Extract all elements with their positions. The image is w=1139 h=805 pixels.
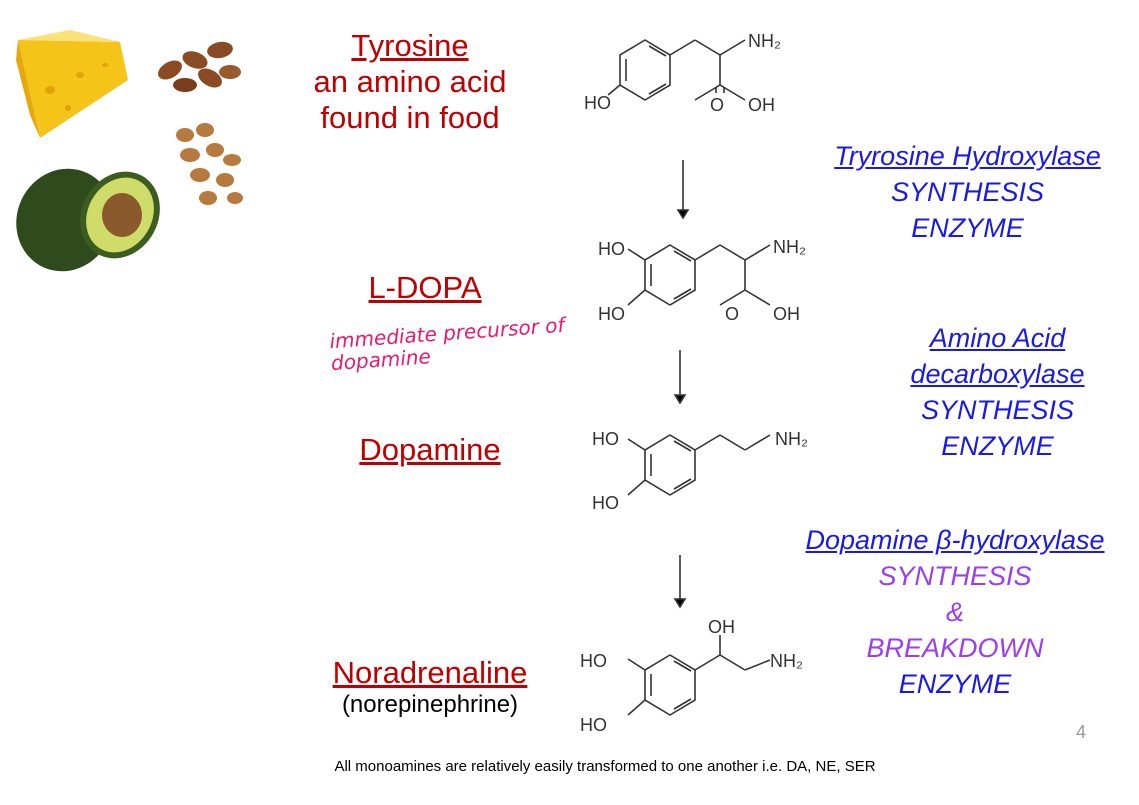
enzyme-1-role-1: SYNTHESIS — [890, 177, 1045, 207]
l-dopa-name: L-DOPA — [368, 270, 482, 305]
dopamine-ho-2: HO — [592, 493, 619, 513]
handwritten-note: immediate precursor of dopamine — [329, 313, 567, 375]
cheese-image — [16, 30, 128, 138]
l-dopa-oh: OH — [773, 304, 800, 324]
l-dopa-nh2: NH₂ — [773, 237, 806, 257]
noradrenaline-alt-name: (norepinephrine) — [341, 691, 519, 718]
enzyme-tyrosine-hydroxylase: Tryrosine Hydroxylase SYNTHESIS ENZYME — [805, 138, 1130, 246]
tyrosine-desc-line-1: an amino acid — [313, 64, 507, 99]
tyrosine-o: O — [710, 95, 724, 115]
tyrosine-label-block: Tyrosine an amino acid found in food — [300, 28, 520, 136]
tyrosine-oh: OH — [748, 95, 775, 115]
enzyme-dopamine-beta-hydroxylase: Dopamine β-hydroxylase — [780, 522, 1130, 558]
enzyme-2-role-2: ENZYME — [941, 431, 1054, 461]
enzyme-3-name: Dopamine β-hydroxylase — [805, 525, 1105, 555]
pathway-structures: HO NH₂ O OH HO HO NH₂ O OH HO HO NH₂ — [580, 31, 808, 735]
tyrosine-ho: HO — [584, 93, 611, 113]
enzyme-1-role-2: ENZYME — [911, 213, 1024, 243]
noradrenaline-name: Noradrenaline — [332, 655, 528, 690]
l-dopa-structure: HO HO NH₂ O OH — [598, 237, 806, 324]
slide-number: 4 — [1076, 722, 1087, 742]
enzyme-3-roles: SYNTHESIS & BREAKDOWN ENZYME — [800, 558, 1110, 702]
dopamine-nh2: NH₂ — [775, 429, 808, 449]
tyrosine-structure: HO NH₂ O OH — [584, 31, 781, 115]
noradrenaline-structure: HO HO OH NH₂ — [580, 617, 803, 735]
avocado-image — [16, 168, 160, 272]
l-dopa-o: O — [725, 304, 739, 324]
enzyme-3-role-2: & — [945, 597, 964, 627]
dopamine-ho-1: HO — [592, 429, 619, 449]
tyrosine-nh2: NH₂ — [748, 31, 781, 51]
enzyme-2-name-2: decarboxylase — [910, 359, 1085, 389]
l-dopa-ho-1: HO — [598, 239, 625, 259]
noradrenaline-label-block: Noradrenaline (norepinephrine) — [310, 655, 550, 719]
enzyme-amino-acid-decarboxylase: Amino Acid decarboxylase SYNTHESIS ENZYM… — [870, 320, 1125, 464]
l-dopa-ho-2: HO — [598, 304, 625, 324]
enzyme-1-name: Tryrosine Hydroxylase — [834, 141, 1101, 171]
enzyme-3-role-1: SYNTHESIS — [878, 561, 1032, 591]
enzyme-3-role-3: BREAKDOWN — [866, 633, 1044, 663]
tyrosine-name: Tyrosine — [351, 28, 469, 63]
enzyme-2-role-1: SYNTHESIS — [920, 395, 1075, 425]
peanuts-image — [176, 123, 243, 205]
dopamine-name: Dopamine — [359, 432, 501, 467]
enzyme-2-name-1: Amino Acid — [929, 323, 1066, 353]
enzyme-3-role-4: ENZYME — [898, 669, 1012, 699]
dopamine-structure: HO HO NH₂ — [592, 429, 808, 513]
food-images — [16, 30, 243, 272]
noradrenaline-ho-1: HO — [580, 651, 607, 671]
noradrenaline-ho-2: HO — [580, 715, 607, 735]
noradrenaline-nh2: NH₂ — [770, 651, 803, 671]
almonds-image — [158, 41, 241, 92]
tyrosine-desc-line-2: found in food — [320, 100, 500, 135]
footer-note: All monoamines are relatively easily tra… — [334, 758, 876, 775]
noradrenaline-oh: OH — [708, 617, 735, 637]
